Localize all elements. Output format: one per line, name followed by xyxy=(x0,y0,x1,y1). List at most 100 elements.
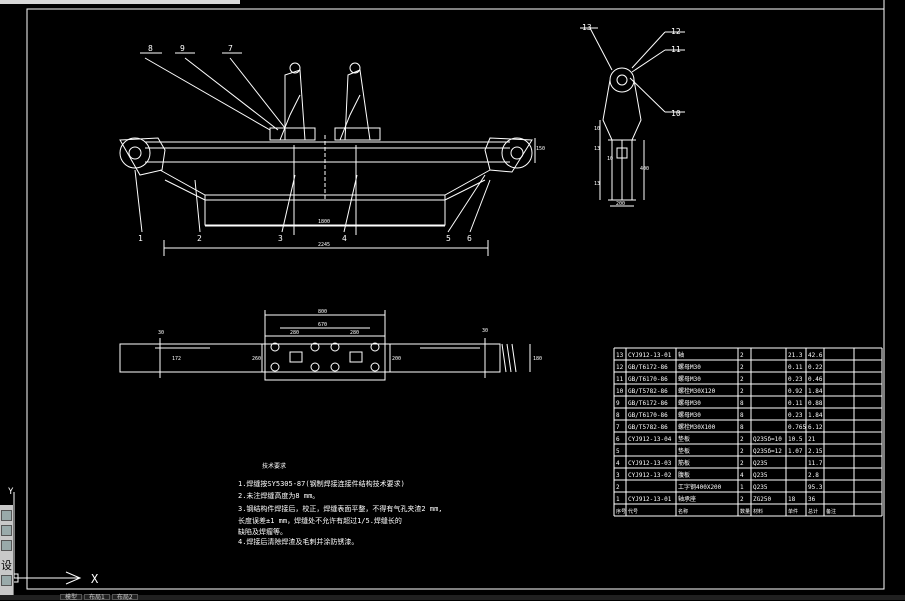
bom-cell: 36 xyxy=(808,496,816,503)
bom-cell: 9 xyxy=(616,400,620,407)
dim-top-far-h: 180 xyxy=(533,356,542,362)
front-leaders xyxy=(134,52,491,233)
balloon-3: 3 xyxy=(278,234,283,243)
bom-cell: 10 xyxy=(616,388,624,395)
dim-top-end-right: 30 xyxy=(482,328,488,334)
tab-model[interactable]: 模型 xyxy=(60,594,83,601)
dim-front-inner: 1800 xyxy=(318,219,330,225)
bom-cell: 4 xyxy=(616,460,620,467)
bom-header-cell: 名称 xyxy=(678,508,688,515)
bom-cell: 垫板 xyxy=(678,447,690,455)
bom-cell: 5 xyxy=(616,448,620,455)
bom-cell: CYJ912-13-02 xyxy=(628,472,672,479)
bom-cell: 2 xyxy=(740,436,744,443)
bom-cell: 螺栓M30X100 xyxy=(678,423,716,431)
dim-side-a: 10 xyxy=(594,126,600,132)
tool-button-1[interactable] xyxy=(1,510,12,521)
tool-label: 设 xyxy=(1,559,12,572)
bom-cell: 0.92 xyxy=(788,388,803,395)
bom-cell: 2 xyxy=(740,352,744,359)
bom-cell: 1.07 xyxy=(788,448,803,455)
bom-cell: Q235 xyxy=(753,484,768,491)
bom-cell: 1 xyxy=(740,484,744,491)
bom-cell: 10.5 xyxy=(788,436,803,443)
notes-title: 技术要求 xyxy=(262,462,286,470)
dim-side-height: 400 xyxy=(640,166,649,172)
balloon-4: 4 xyxy=(342,234,347,243)
bom-cell: 0.22 xyxy=(808,364,823,371)
bom-cell: 2.15 xyxy=(808,448,823,455)
bom-cell: 螺栓M30X120 xyxy=(678,387,716,395)
balloon-8: 8 xyxy=(148,44,153,53)
bom-cell: 8 xyxy=(616,412,620,419)
dim-top-left: 280 xyxy=(290,330,299,336)
bom-cell: 2 xyxy=(740,376,744,383)
bom-cell: 2 xyxy=(616,484,620,491)
balloon-2: 2 xyxy=(197,234,202,243)
balloon-5: 5 xyxy=(446,234,451,243)
dim-top-right-h: 200 xyxy=(392,356,401,362)
bom-cell: CYJ912-13-03 xyxy=(628,460,672,467)
side-toolbar: 设 xyxy=(0,505,14,595)
tab-layout-1[interactable]: 布局1 xyxy=(84,594,110,601)
title-strip xyxy=(0,0,240,4)
bom-cell: 轴 xyxy=(678,351,684,359)
bom-header-cell: 总计 xyxy=(808,508,818,515)
dim-top-mid: 670 xyxy=(318,322,327,328)
balloon-9: 9 xyxy=(180,44,185,53)
bom-cell: 1.84 xyxy=(808,388,823,395)
dim-front-total: 2245 xyxy=(318,242,330,248)
bom-cell: 0.11 xyxy=(788,400,803,407)
tool-button-4[interactable] xyxy=(1,575,12,586)
bom-cell: 1 xyxy=(616,496,620,503)
bom-cell: 12 xyxy=(616,364,624,371)
bom-cell: 42.6 xyxy=(808,352,823,359)
bom-cell: GB/T6172-86 xyxy=(628,400,668,407)
notes-line-4: 长度误差±1 mm，焊缝处不允许有超过1/5.焊缝长的 xyxy=(238,516,402,525)
bom-cell: GB/T5782-86 xyxy=(628,388,668,395)
balloon-6: 6 xyxy=(467,234,472,243)
bom-cell: 3 xyxy=(616,472,620,479)
bom-cell: 6 xyxy=(616,436,620,443)
ucs-x-label: X xyxy=(91,572,99,586)
balloon-13: 13 xyxy=(582,23,592,32)
bom-header-cell: 材料 xyxy=(753,508,763,515)
tool-button-2[interactable] xyxy=(1,525,12,536)
tool-button-3[interactable] xyxy=(1,540,12,551)
side-view xyxy=(580,27,685,207)
bom-cell: 2 xyxy=(740,364,744,371)
dim-side-b: 13 xyxy=(594,146,600,152)
bom-cell: 13 xyxy=(616,352,624,359)
bom-cell: 2 xyxy=(740,388,744,395)
bom-cell: CYJ912-13-01 xyxy=(628,352,672,359)
bom-cell: GB/T5782-86 xyxy=(628,424,668,431)
ucs-icon xyxy=(9,492,82,585)
dim-front-height: 150 xyxy=(536,146,545,152)
bom-cell: 筋板 xyxy=(678,459,690,467)
bom-cell: 1.84 xyxy=(808,412,823,419)
bom-cell: 2 xyxy=(740,460,744,467)
dim-top-end-left: 30 xyxy=(158,330,164,336)
bom-cell: 95.3 xyxy=(808,484,823,491)
bom-header-cell: 序号 xyxy=(616,508,626,515)
balloon-10: 10 xyxy=(671,109,681,118)
tab-layout-2[interactable]: 布局2 xyxy=(111,594,138,601)
bom-cell: Q235 xyxy=(753,460,768,467)
notes-line-3: 3.钢结构件焊接后，校正，焊缝表面平整，不得有气孔夹渣2 mm, xyxy=(238,504,443,513)
dim-side-width: 200 xyxy=(616,201,625,207)
notes-line-6: 4.焊接后清除焊渣及毛刺并涂防锈漆。 xyxy=(238,537,358,546)
bom-cell: Q235δ=10 xyxy=(753,436,782,443)
dim-side-d: 10 xyxy=(607,156,613,162)
bom-cell: GB/T6170-86 xyxy=(628,376,668,383)
bom-cell: 8 xyxy=(740,412,744,419)
bom-cell: 螺母M30 xyxy=(678,375,701,383)
bom-cell: ZG250 xyxy=(753,496,771,503)
bom-header-cell: 备注 xyxy=(826,508,836,515)
bom-cell: 2 xyxy=(740,448,744,455)
dim-top-total: 800 xyxy=(318,309,327,315)
bom-cell: Q235δ=12 xyxy=(753,448,782,455)
balloon-1: 1 xyxy=(138,234,143,243)
bom-cell: 0.46 xyxy=(808,376,823,383)
